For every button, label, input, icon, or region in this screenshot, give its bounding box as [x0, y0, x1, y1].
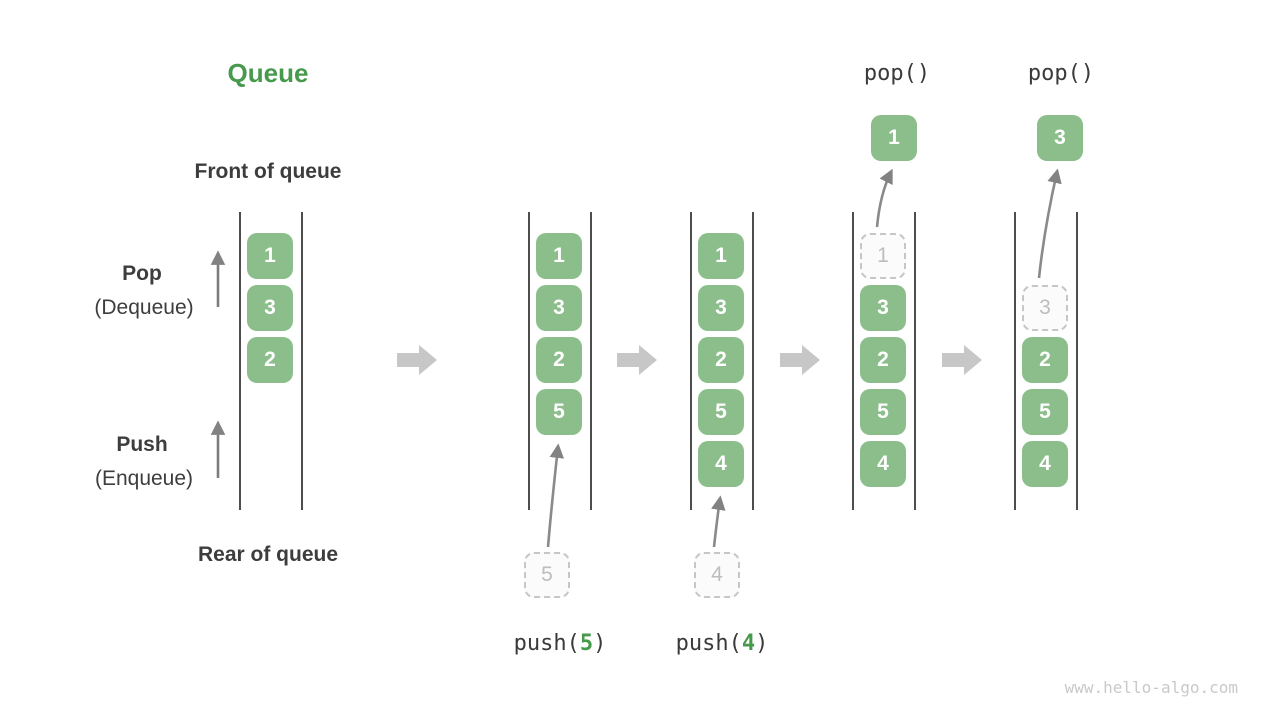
queue-rail: [914, 212, 916, 510]
queue-item: 2: [536, 337, 582, 383]
transition-arrow-icon: [617, 345, 657, 375]
queue-item: 5: [860, 389, 906, 435]
push-call-text: ): [593, 631, 607, 656]
queue-item: 3: [247, 285, 293, 331]
diagram-title: Queue: [227, 58, 309, 88]
push-call-label: push(5): [514, 631, 607, 656]
queue-item: 2: [860, 337, 906, 383]
queue-rail: [1014, 212, 1016, 510]
queue-rail: [852, 212, 854, 510]
push-path-arrow-icon: [546, 443, 565, 548]
queue-item: 5: [1022, 389, 1068, 435]
push-sublabel: (Enqueue): [94, 467, 194, 490]
queue-item: 1: [247, 233, 293, 279]
transition-arrow-icon: [397, 345, 437, 375]
transition-arrow-icon: [942, 345, 982, 375]
transition-arrow-icon: [780, 345, 820, 375]
pop-call-label: pop(): [863, 61, 931, 86]
queue-item: 5: [536, 389, 582, 435]
queue-item: 2: [247, 337, 293, 383]
queue-rail: [528, 212, 530, 510]
front-of-queue-label: Front of queue: [194, 160, 342, 183]
pending-item: 5: [524, 552, 570, 598]
queue-item-ghost: 3: [1022, 285, 1068, 331]
pop-path-arrow-icon: [1037, 168, 1062, 279]
push-path-arrow-icon: [711, 495, 726, 548]
queue-item: 5: [698, 389, 744, 435]
pop-sublabel: (Dequeue): [94, 296, 194, 319]
queue-item: 3: [698, 285, 744, 331]
queue-item: 3: [860, 285, 906, 331]
queue-item: 2: [698, 337, 744, 383]
popped-item: 3: [1037, 115, 1083, 161]
push-label: Push: [116, 433, 168, 456]
pop-call-label: pop(): [1027, 61, 1095, 86]
pop-path-arrow-icon: [875, 168, 893, 228]
queue-rail: [752, 212, 754, 510]
push-call-text: push(: [675, 631, 742, 656]
queue-item-ghost: 1: [860, 233, 906, 279]
rear-of-queue-label: Rear of queue: [197, 543, 339, 566]
pop-label: Pop: [122, 262, 162, 285]
queue-item: 1: [536, 233, 582, 279]
push-call-text: ): [755, 631, 769, 656]
queue-item: 2: [1022, 337, 1068, 383]
push-call-text: push(: [513, 631, 580, 656]
watermark: www.hello-algo.com: [1064, 678, 1238, 697]
queue-rail: [590, 212, 592, 510]
queue-rail: [239, 212, 241, 510]
push-arg: 4: [741, 631, 756, 656]
pending-item: 4: [694, 552, 740, 598]
queue-item: 4: [1022, 441, 1068, 487]
queue-rail: [1076, 212, 1078, 510]
queue-item: 3: [536, 285, 582, 331]
queue-item: 4: [860, 441, 906, 487]
queue-rail: [301, 212, 303, 510]
push-arg: 5: [579, 631, 594, 656]
push-call-label: push(4): [676, 631, 769, 656]
queue-item: 1: [698, 233, 744, 279]
queue-rail: [690, 212, 692, 510]
popped-item: 1: [871, 115, 917, 161]
queue-item: 4: [698, 441, 744, 487]
